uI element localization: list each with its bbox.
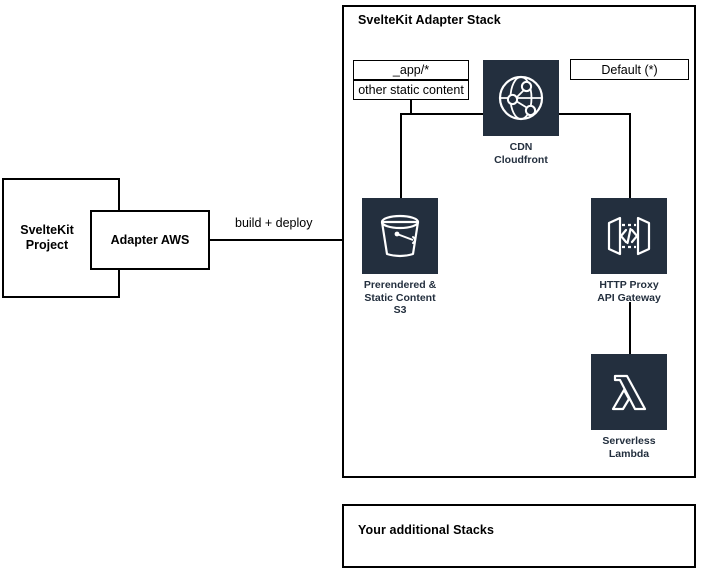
cdn-to-apigw-vertical (629, 113, 631, 198)
static-route-secondary-box[interactable]: other static content (353, 80, 469, 100)
lambda-icon (591, 354, 667, 430)
node-cdn-cloudfront[interactable]: CDN Cloudfront (483, 60, 575, 166)
default-route-box[interactable]: Default (*) (570, 59, 689, 80)
node-serverless-lambda[interactable]: Serverless Lambda (591, 354, 683, 460)
node-s3-caption: Prerendered & Static Content S3 (363, 279, 437, 316)
sveltekit-project-label: SvelteKit Project (20, 223, 74, 252)
apigw-to-lambda-line (629, 302, 631, 354)
additional-stacks-container[interactable] (342, 504, 696, 568)
cdn-to-s3-vertical (400, 113, 402, 198)
adapter-stack-title: SvelteKit Adapter Stack (358, 13, 501, 27)
additional-stacks-title: Your additional Stacks (358, 523, 495, 537)
api-gateway-icon (591, 198, 667, 274)
node-apigw-caption: HTTP Proxy API Gateway (597, 279, 661, 304)
node-http-proxy-api-gateway[interactable]: HTTP Proxy API Gateway (591, 198, 683, 304)
static-route-drop-line (410, 100, 412, 114)
adapter-aws-box[interactable] (90, 210, 210, 270)
cdn-to-apigw-horizontal (558, 113, 631, 115)
build-deploy-connector (210, 239, 342, 241)
cdn-to-s3-horizontal (400, 113, 484, 115)
s3-bucket-icon (362, 198, 438, 274)
static-route-primary-box[interactable]: _app/* (353, 60, 469, 80)
node-cdn-caption: CDN Cloudfront (494, 141, 548, 166)
build-deploy-label: build + deploy (232, 216, 316, 230)
cloudfront-globe-icon (483, 60, 559, 136)
node-lambda-caption: Serverless Lambda (602, 435, 656, 460)
adapter-aws-label: Adapter AWS (110, 232, 190, 247)
node-s3-static-content[interactable]: Prerendered & Static Content S3 (362, 198, 454, 317)
